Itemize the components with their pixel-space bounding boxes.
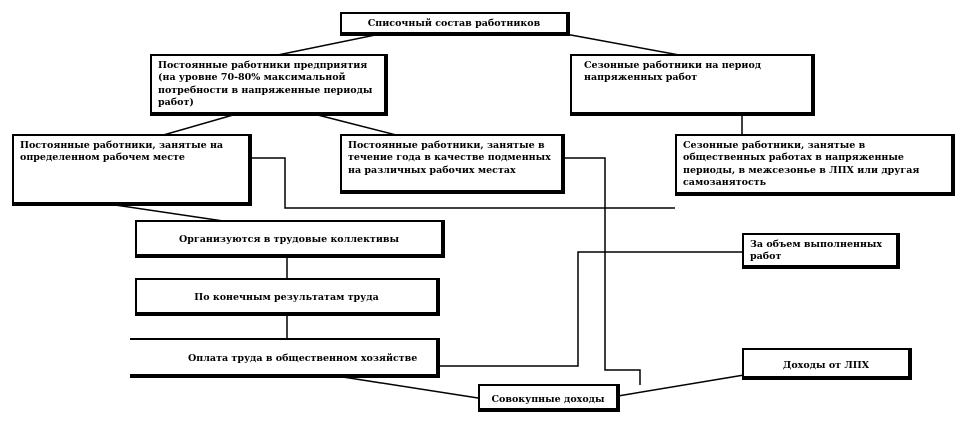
box-volume-work: За объем выполненных работ (742, 233, 900, 269)
box-permanent-fixed: Постоянные работники, занятые на определ… (12, 134, 252, 206)
box-permanent: Постоянные работники предприятия (на уро… (150, 54, 388, 116)
box-root: Списочный состав работников (340, 12, 570, 36)
line-payment-total (329, 374, 479, 399)
box-permanent-various: Постоянные работники, занятые в течение … (340, 134, 565, 194)
line-fixed-collectives (114, 204, 231, 223)
line-payment-volume (438, 251, 745, 367)
line-fixed-to-seasonal (250, 157, 675, 209)
box-labor-payment: Оплата труда в общественном хозяйстве (130, 338, 440, 378)
line-permanent-fixed (159, 112, 241, 137)
box-final-results: По конечным результатам труда (135, 278, 440, 316)
box-lph-income: Доходы от ЛПХ (742, 348, 912, 380)
line-root-seasonal (559, 32, 691, 58)
box-total-income: Совокупные доходы (478, 384, 620, 412)
line-permanent-various (309, 112, 401, 137)
box-seasonal-public: Сезонные работники, занятые в общественн… (675, 134, 955, 196)
box-seasonal: Сезонные работники на период напряженных… (570, 54, 815, 116)
line-root-permanent (267, 32, 386, 58)
box-labor-collectives: Организуются в трудовые коллективы (135, 220, 445, 258)
line-lph-total (617, 374, 745, 397)
line-various-lph (563, 157, 641, 385)
